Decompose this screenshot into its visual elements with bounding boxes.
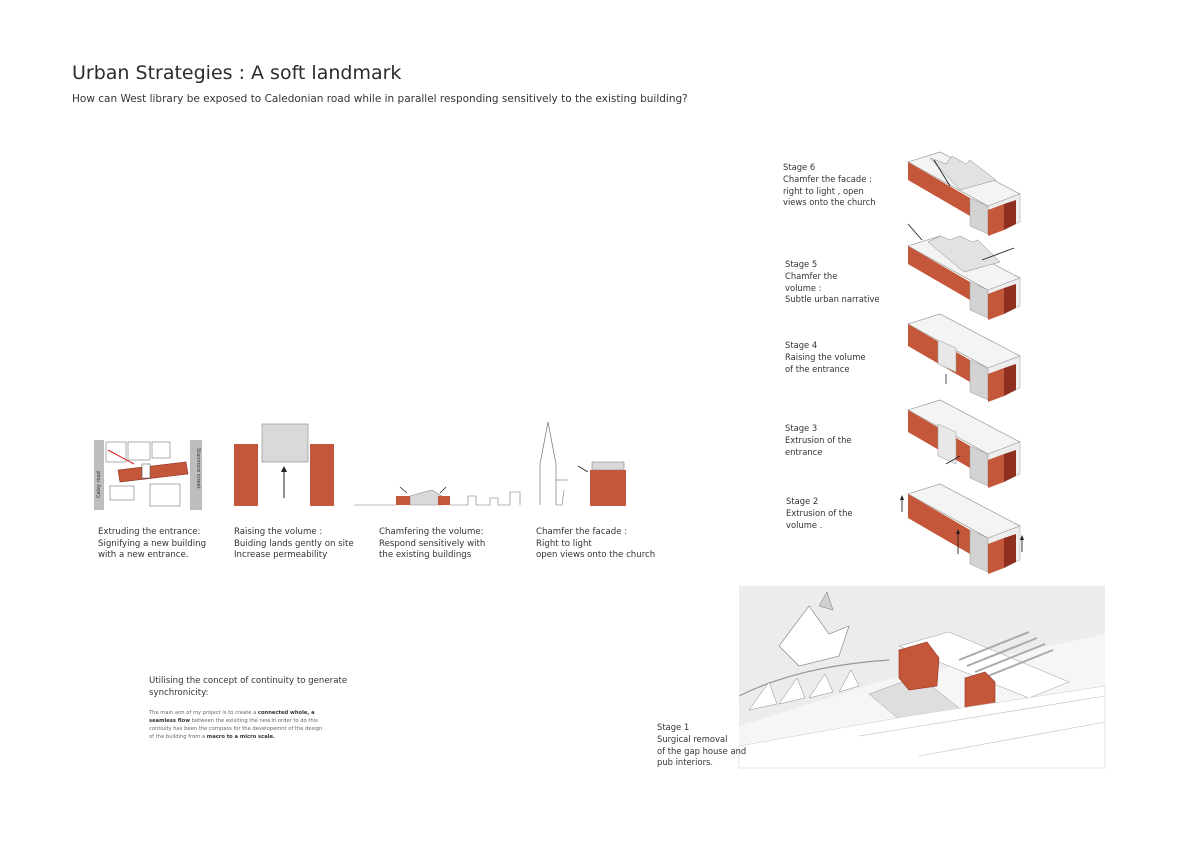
page-subtitle: How can West library be exposed to Caled…: [72, 93, 688, 105]
caption-extruding: Extruding the entrance: Signifying a new…: [98, 527, 206, 562]
stage-line: right to light , open: [783, 185, 864, 196]
stage-line: volume .: [786, 519, 823, 530]
stage-line: pub interiors.: [657, 757, 714, 768]
caley-road-strip: [94, 440, 104, 510]
emphasis-text: macro to a micro scale.: [206, 734, 275, 740]
brick-facade: [590, 470, 626, 506]
concept-body: The main aim of my project is to create …: [149, 709, 349, 741]
concept-body-line: The main aim of my project is to create …: [149, 709, 349, 717]
stage-5-axonometric: [907, 223, 1021, 320]
church-roof: [778, 605, 850, 667]
library-plan: [117, 461, 189, 483]
caption-line: the existing buildings: [379, 550, 472, 560]
caption-line: open views onto the church: [536, 550, 656, 560]
stage-line: Stage 4: [785, 340, 818, 350]
concept-heading-line: synchronicity:: [149, 687, 209, 698]
stage-line: of the entrance: [785, 363, 850, 374]
emphasis-text: seamless flow: [149, 718, 190, 724]
facade-volume: [591, 461, 625, 471]
street-label-stanmore: Stanmore street: [195, 448, 201, 489]
caption-chamfering: Chamfering the volume: Respond sensitive…: [379, 527, 485, 562]
caption-facade: Chamfer the facade : Right to light open…: [536, 527, 655, 562]
caption-line: Buiding lands gently on site: [234, 538, 354, 549]
brick-block-left: [234, 444, 258, 506]
stage-line: of the gap house and: [657, 745, 747, 756]
site-plan-diagram: Caley road Stanmore street: [94, 440, 202, 510]
stage-2-axonometric: [900, 483, 1024, 574]
stage-line: Extrusion of the: [786, 507, 853, 518]
stage-line: volume :: [785, 282, 822, 293]
stage-5-text: Stage 5 Chamfer the volume : Subtle urba…: [785, 259, 880, 306]
text-run: between the exisiting the new.In order t…: [190, 718, 318, 724]
caption-line: Chamfer the facade :: [536, 527, 628, 537]
stage-line: Extrusion of the: [785, 434, 852, 445]
caption-line: Increase permeability: [234, 550, 328, 560]
caption-line: Extruding the entrance:: [98, 527, 201, 537]
concept-body-line: contiuity has been the compass for the d…: [149, 726, 323, 732]
stanmore-street-strip: [190, 440, 202, 510]
caption-line: Respond sensitively with: [379, 538, 486, 549]
stage-4-axonometric: [907, 313, 1021, 402]
stage-line: Stage 2: [786, 496, 819, 506]
raised-volume: [261, 423, 309, 463]
stage-line: Chamfer the: [785, 270, 838, 281]
stage-1-text: Stage 1 Surgical removal of the gap hous…: [657, 722, 746, 769]
stage-3-axonometric: [907, 399, 1021, 488]
text-run: The main aim of my project is to create …: [149, 710, 258, 716]
light-arrow: [577, 465, 589, 473]
chamfer-facade-diagram: [539, 421, 626, 506]
stage-6-text: Stage 6 Chamfer the facade : right to li…: [783, 162, 876, 209]
stage-3-text: Stage 3 Extrusion of the entrance: [785, 423, 852, 458]
concept-body-line: seamless flow between the exisiting the …: [149, 717, 349, 725]
stage-1-render: [738, 586, 1106, 769]
church-spire-outline: [539, 421, 557, 505]
stage-line: views onto the church: [783, 197, 876, 208]
stage-line: Stage 3: [785, 423, 818, 433]
concept-body-line: of the building from a macro to a micro …: [149, 733, 349, 741]
stage-line: Stage 5: [785, 259, 818, 269]
stage-line: Chamfer the facade :: [783, 173, 872, 184]
red-pointer-line: [107, 449, 135, 465]
caption-line: Chamfering the volume:: [379, 527, 484, 537]
stage-line: Subtle urban narrative: [785, 294, 880, 305]
raising-volume-diagram: [234, 423, 334, 506]
caption-raising: Raising the volume : Buiding lands gentl…: [234, 527, 354, 562]
stage-6-axonometric: [907, 151, 1021, 236]
stage-line: entrance: [785, 446, 823, 457]
entrance-plan: [141, 463, 151, 479]
caption-line: with a new entrance.: [98, 550, 189, 560]
brick-block-left: [396, 496, 410, 505]
existing-buildings-outline: [450, 491, 521, 506]
stage-2-text: Stage 2 Extrusion of the volume .: [786, 496, 853, 531]
caption-line: Signifying a new building: [98, 538, 207, 549]
stage-line: Surgical removal: [657, 733, 728, 744]
concept-heading: Utilising the concept of continuity to g…: [149, 676, 347, 699]
caption-line: Right to light: [536, 538, 592, 549]
text-run: of the building from a: [149, 734, 207, 740]
chamfering-volume-diagram: [354, 486, 521, 506]
concept-heading-line: Utilising the concept of continuity to g…: [149, 676, 348, 686]
stage-line: Stage 6: [783, 162, 816, 172]
chamfered-volume: [409, 489, 443, 506]
brick-block-right: [438, 496, 450, 505]
page-title: Urban Strategies : A soft landmark: [72, 62, 402, 84]
stage-line: Stage 1: [657, 722, 690, 732]
stage-4-text: Stage 4 Raising the volume of the entran…: [785, 340, 866, 375]
stage-line: Raising the volume: [785, 351, 866, 362]
caption-line: Raising the volume :: [234, 527, 323, 537]
brick-building-a: [898, 641, 940, 691]
brick-block-right: [310, 444, 334, 506]
street-label-caley: Caley road: [96, 471, 102, 498]
emphasis-text: connected whole, a: [257, 710, 315, 716]
